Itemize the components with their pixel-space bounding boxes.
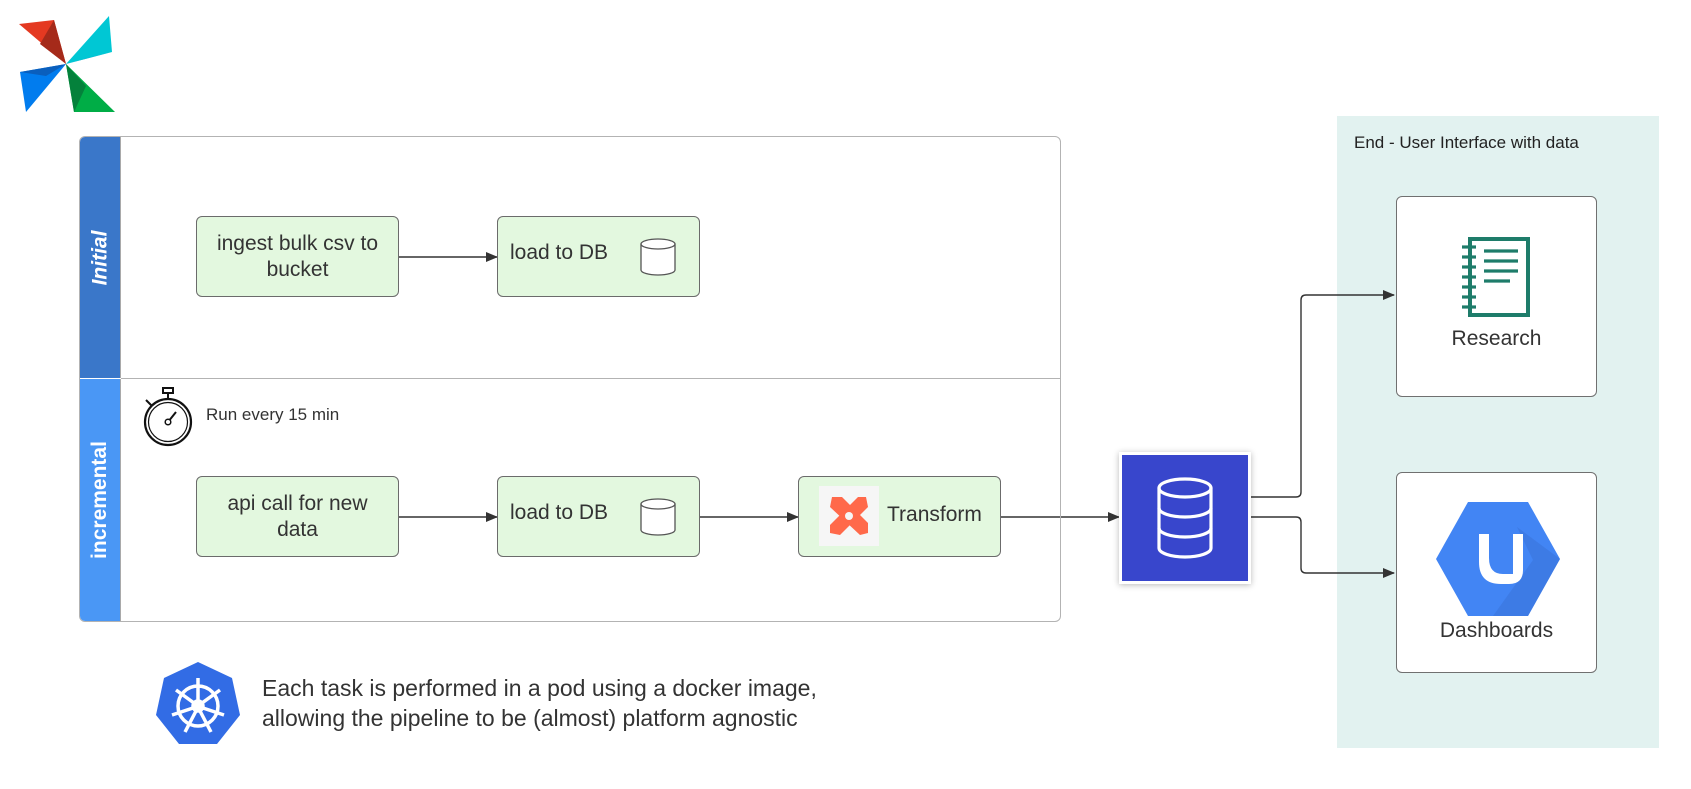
looker-studio-icon <box>1436 502 1560 616</box>
schedule-label: Run every 15 min <box>206 405 340 424</box>
database-cylinder-icon <box>640 238 676 276</box>
platform-note-line-2: allowing the pipeline to be (almost) pla… <box>262 705 798 731</box>
edge-warehouse-to-research <box>1251 290 1395 498</box>
notebook-icon <box>1462 237 1530 317</box>
task-load-initial-label: load to DB <box>510 241 609 264</box>
lane-header-incremental: incremental <box>80 379 121 621</box>
endpoint-research[interactable]: Research <box>1396 196 1597 397</box>
task-transform-label: Transform <box>887 503 982 526</box>
task-ingest-label: ingest bulk csv to bucket <box>216 231 379 281</box>
end-user-zone-title: End - User Interface with data <box>1354 133 1579 152</box>
data-warehouse-node[interactable] <box>1122 455 1248 581</box>
task-load-to-db-initial[interactable]: load to DB <box>497 216 700 297</box>
airflow-pinwheel-icon <box>19 16 115 112</box>
database-cylinder-icon <box>640 498 676 536</box>
dbt-logo-icon <box>819 486 879 546</box>
platform-note-line-1: Each task is performed in a pod using a … <box>262 675 817 701</box>
task-transform[interactable]: Transform <box>798 476 1001 557</box>
task-api-call[interactable]: api call for new data <box>196 476 399 557</box>
lane-title-incremental: incremental <box>88 441 112 559</box>
task-api-label: api call for new data <box>227 491 368 541</box>
task-load-to-db-incremental[interactable]: load to DB <box>497 476 700 557</box>
lane-divider <box>121 378 1061 379</box>
pipeline-lane-frame <box>79 136 1061 622</box>
lane-title-initial: Initial <box>88 230 111 285</box>
task-ingest-bulk-csv[interactable]: ingest bulk csv to bucket <box>196 216 399 297</box>
edge-warehouse-to-dashboards <box>1251 516 1395 578</box>
task-load-incremental-label: load to DB <box>510 501 609 524</box>
database-stack-icon <box>1157 477 1213 559</box>
endpoint-dashboards[interactable]: Dashboards <box>1396 472 1597 673</box>
endpoint-research-label: Research <box>1451 327 1542 350</box>
platform-note: Each task is performed in a pod using a … <box>262 673 817 733</box>
stopwatch-icon <box>143 387 193 447</box>
endpoint-dashboards-label: Dashboards <box>1439 619 1554 642</box>
kubernetes-helm-icon <box>156 662 240 744</box>
lane-header-initial: Initial <box>80 137 121 378</box>
